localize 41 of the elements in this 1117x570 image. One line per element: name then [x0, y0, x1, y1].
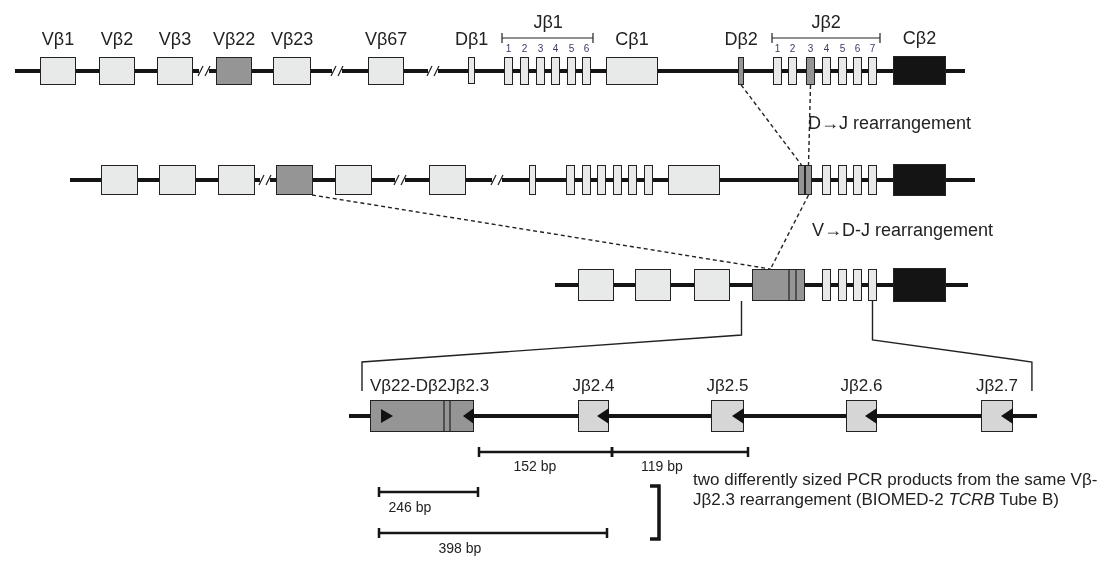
zoom-line [871, 300, 1033, 392]
cluster-label: Jβ2 [811, 12, 841, 33]
cluster-label: Jβ1 [533, 12, 563, 33]
segment-label: Jβ2.5 [706, 377, 749, 394]
zoom-line [361, 300, 743, 392]
note-text: two differently sized PCR products from the same Vβ-Jβ2.3 rearrangement (BIOMED-2 TCRB Tube B) [693, 470, 1099, 510]
segment-number: 6 [583, 44, 590, 54]
segment-label: Cβ2 [902, 29, 937, 47]
dimension-label: 246 bp [388, 499, 432, 516]
segment-label: Jβ2.4 [572, 377, 615, 394]
dimension-label: 152 bp [513, 458, 557, 475]
segment-number: 3 [537, 44, 544, 54]
rearrangement-line [740, 84, 803, 166]
segment-number: 7 [869, 44, 876, 54]
segment-label: Cβ1 [615, 30, 649, 48]
rearrangement-line [769, 194, 810, 270]
segment-label: Dβ2 [724, 30, 758, 48]
segment-number: 3 [807, 44, 814, 54]
segment-number: 6 [854, 44, 861, 54]
segment-number: 5 [839, 44, 846, 54]
dimension-label: 119 bp [641, 458, 683, 475]
segment-label: Vβ67 [365, 30, 408, 48]
dimension-label: 398 bp [438, 540, 482, 557]
segment-label: Jβ2.6 [840, 377, 883, 394]
segment-number: 2 [789, 44, 796, 54]
segment-number: 5 [568, 44, 575, 54]
segment-label: Vβ3 [158, 30, 192, 48]
segment-label: Vβ1 [41, 30, 75, 48]
segment-label: Vβ23 [271, 30, 314, 48]
segment-number: 4 [552, 44, 559, 54]
rearrangement-line [807, 84, 812, 166]
segment-number: 1 [774, 44, 781, 54]
segment-label: Vβ22 [213, 30, 256, 48]
segment-number: 2 [521, 44, 528, 54]
segment-number: 4 [823, 44, 830, 54]
step-label: V→D-J rearrangement [812, 220, 994, 241]
segment-label: Vβ22-Dβ2Jβ2.3 [370, 377, 490, 394]
segment-label: Jβ2.7 [976, 377, 1018, 394]
segment-number: 1 [505, 44, 512, 54]
segment-label: Dβ1 [455, 30, 489, 48]
segment-label: Vβ2 [100, 30, 134, 48]
